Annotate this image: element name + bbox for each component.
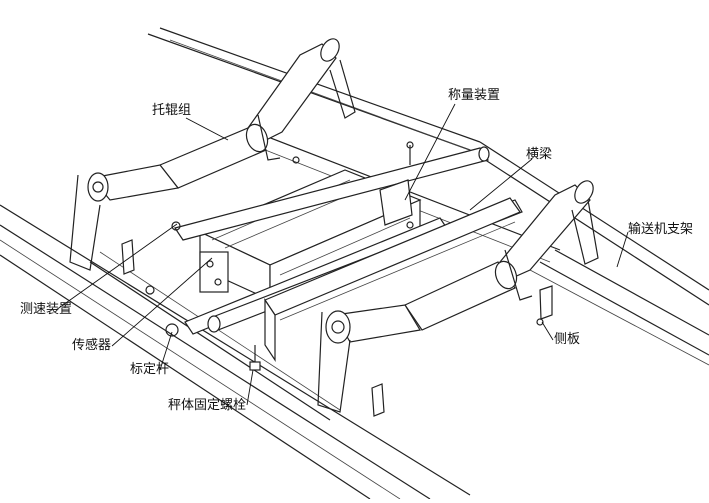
leader-lines xyxy=(55,103,629,406)
label-idler-group: 托辊组 xyxy=(152,103,192,118)
label-cross-beam: 横梁 xyxy=(526,147,553,162)
label-speed-device: 测速装置 xyxy=(20,302,73,317)
label-weighing-device: 称量装置 xyxy=(448,88,501,103)
label-sensor: 传感器 xyxy=(72,338,112,353)
label-scale-fixing-bolt: 秤体固定螺栓 xyxy=(168,398,247,413)
idler-group-front xyxy=(121,180,599,417)
weighing-frame xyxy=(174,141,523,362)
label-side-plate: 侧板 xyxy=(554,332,581,347)
label-conveyor-frame: 输送机支架 xyxy=(628,222,694,237)
label-calibration-rod: 标定杆 xyxy=(130,362,170,377)
fasteners xyxy=(145,156,544,371)
idler-group-rear xyxy=(69,38,356,271)
